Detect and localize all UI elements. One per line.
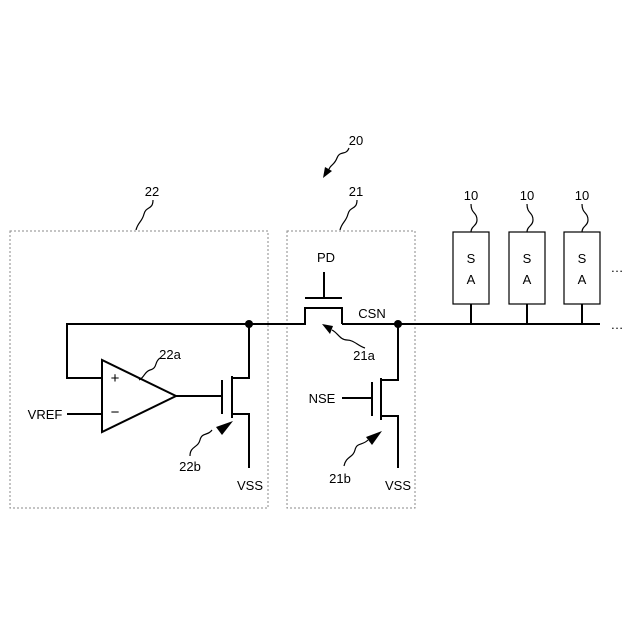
opamp-plus-sign: + <box>111 370 120 387</box>
label-22b: 22b <box>179 459 201 474</box>
sa-2-s: S <box>523 251 532 266</box>
sa-1-a: A <box>467 272 476 287</box>
arrowhead-21b <box>366 431 382 445</box>
sa-3-a: A <box>578 272 587 287</box>
drain-21b <box>381 324 398 380</box>
source-21b <box>381 416 398 468</box>
sa-3-s: S <box>578 251 587 266</box>
wire-main-left <box>249 308 342 324</box>
arrowhead-21a <box>322 324 333 334</box>
wire-feedback <box>67 324 249 378</box>
arrowhead-20 <box>323 167 332 178</box>
leader-22a <box>139 358 160 380</box>
label-csn: CSN <box>358 306 385 321</box>
leader-10-2 <box>527 204 533 232</box>
label-vss-21: VSS <box>385 478 411 493</box>
leader-22 <box>136 200 153 230</box>
label-pd: PD <box>317 250 335 265</box>
block-22-box <box>10 231 268 508</box>
label-vss-22: VSS <box>237 478 263 493</box>
label-22: 22 <box>145 184 159 199</box>
leader-22b <box>190 430 212 456</box>
label-22a: 22a <box>159 347 181 362</box>
label-21: 21 <box>349 184 363 199</box>
sa-2-a: A <box>523 272 532 287</box>
label-10-1: 10 <box>464 188 478 203</box>
label-10-3: 10 <box>575 188 589 203</box>
sense-amp-1 <box>453 232 489 304</box>
label-21b: 21b <box>329 471 351 486</box>
leader-21b <box>344 440 368 466</box>
label-21a: 21a <box>353 348 375 363</box>
leader-21 <box>340 200 357 230</box>
sense-amp-2 <box>509 232 545 304</box>
sa-1-s: S <box>467 251 476 266</box>
arrowhead-22b <box>216 421 233 435</box>
label-10-2: 10 <box>520 188 534 203</box>
label-vref: VREF <box>28 407 63 422</box>
leader-21a <box>332 330 365 348</box>
ellipsis-line: … <box>611 317 624 332</box>
opamp-minus-sign: − <box>111 404 120 421</box>
label-20: 20 <box>349 133 363 148</box>
leader-20 <box>328 148 349 172</box>
label-nse: NSE <box>309 391 336 406</box>
leader-10-1 <box>471 204 477 232</box>
block-21-box <box>287 231 415 508</box>
leader-10-3 <box>582 204 588 232</box>
drain-22b <box>232 324 249 378</box>
source-22b <box>232 414 249 468</box>
ellipsis-top: … <box>611 260 624 275</box>
sense-amp-3 <box>564 232 600 304</box>
